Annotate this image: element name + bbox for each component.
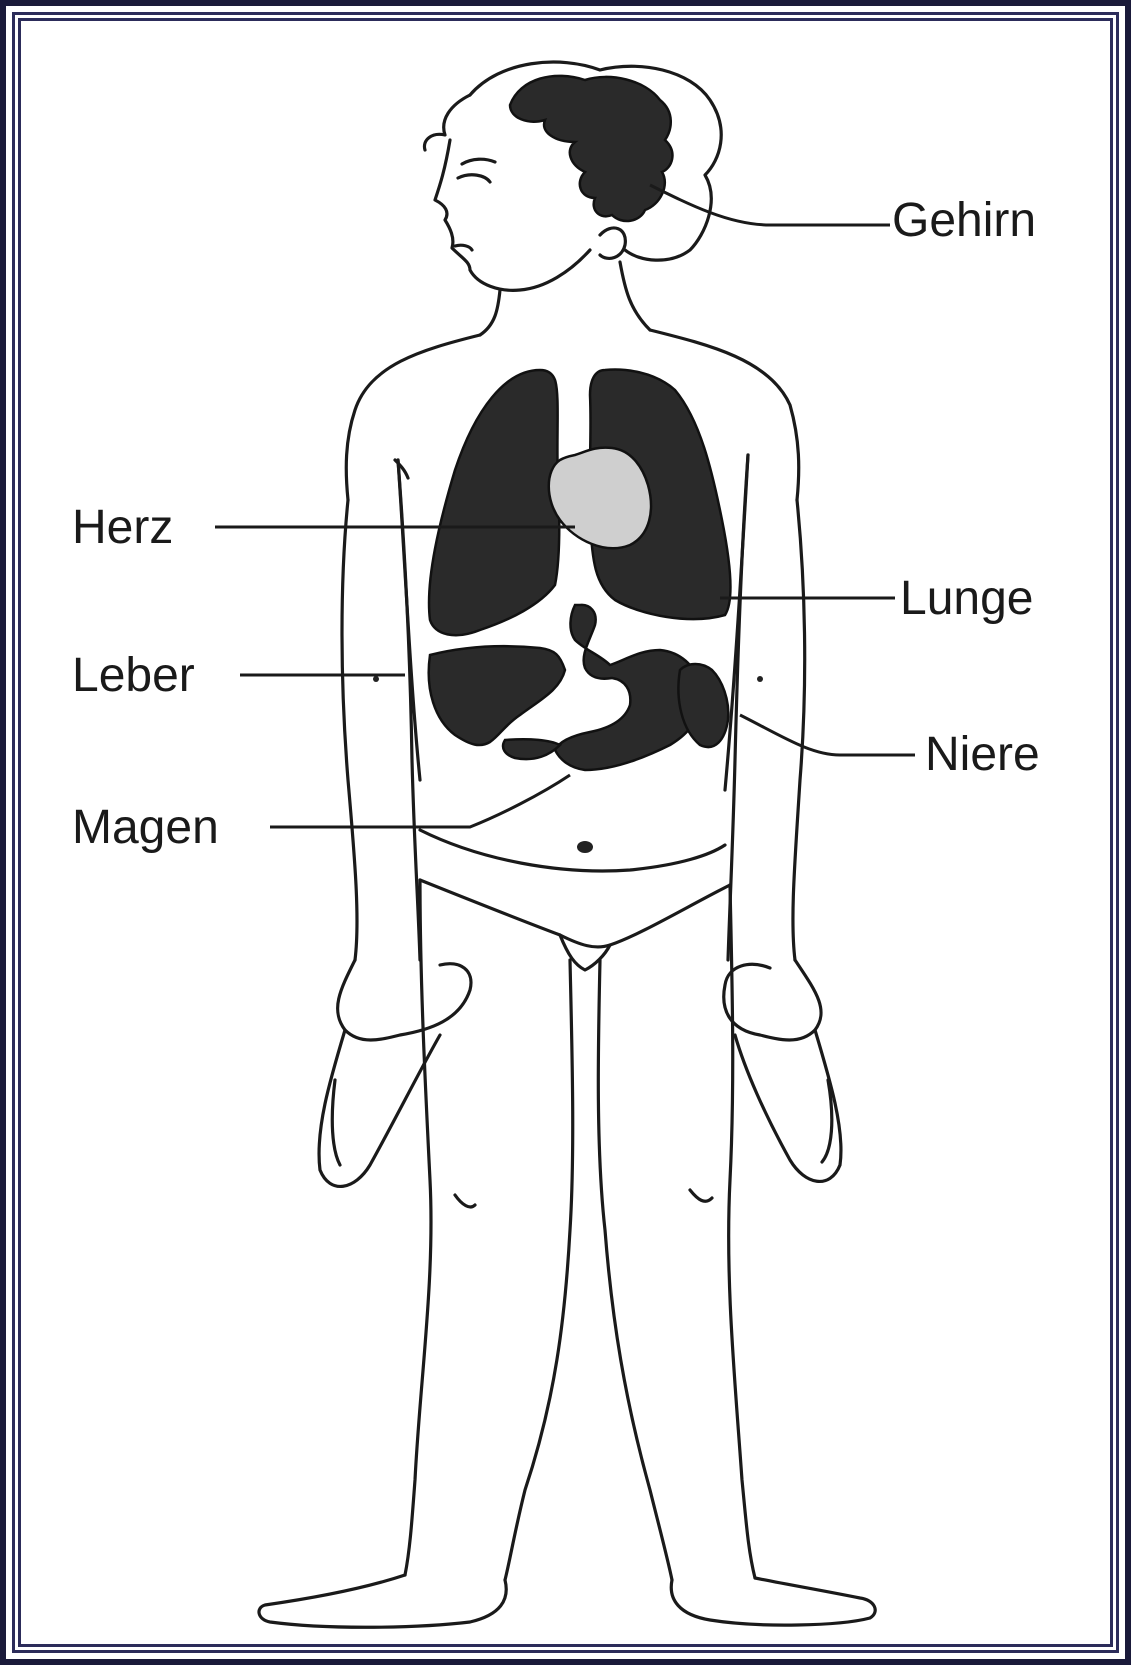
label-liver: Leber	[72, 649, 195, 702]
heart-shape	[549, 448, 651, 549]
organs	[429, 370, 731, 770]
label-lung: Lunge	[900, 572, 1033, 625]
liver-shape	[429, 646, 565, 745]
arms	[319, 455, 841, 1186]
label-heart: Herz	[72, 501, 173, 554]
head	[424, 62, 721, 290]
label-brain: Gehirn	[892, 194, 1036, 247]
brain-shape	[510, 76, 672, 221]
label-stomach: Magen	[72, 801, 219, 854]
legs	[259, 880, 875, 1627]
left-lung	[429, 370, 559, 635]
stomach-lower	[503, 739, 560, 759]
label-kidney: Niere	[925, 728, 1040, 781]
